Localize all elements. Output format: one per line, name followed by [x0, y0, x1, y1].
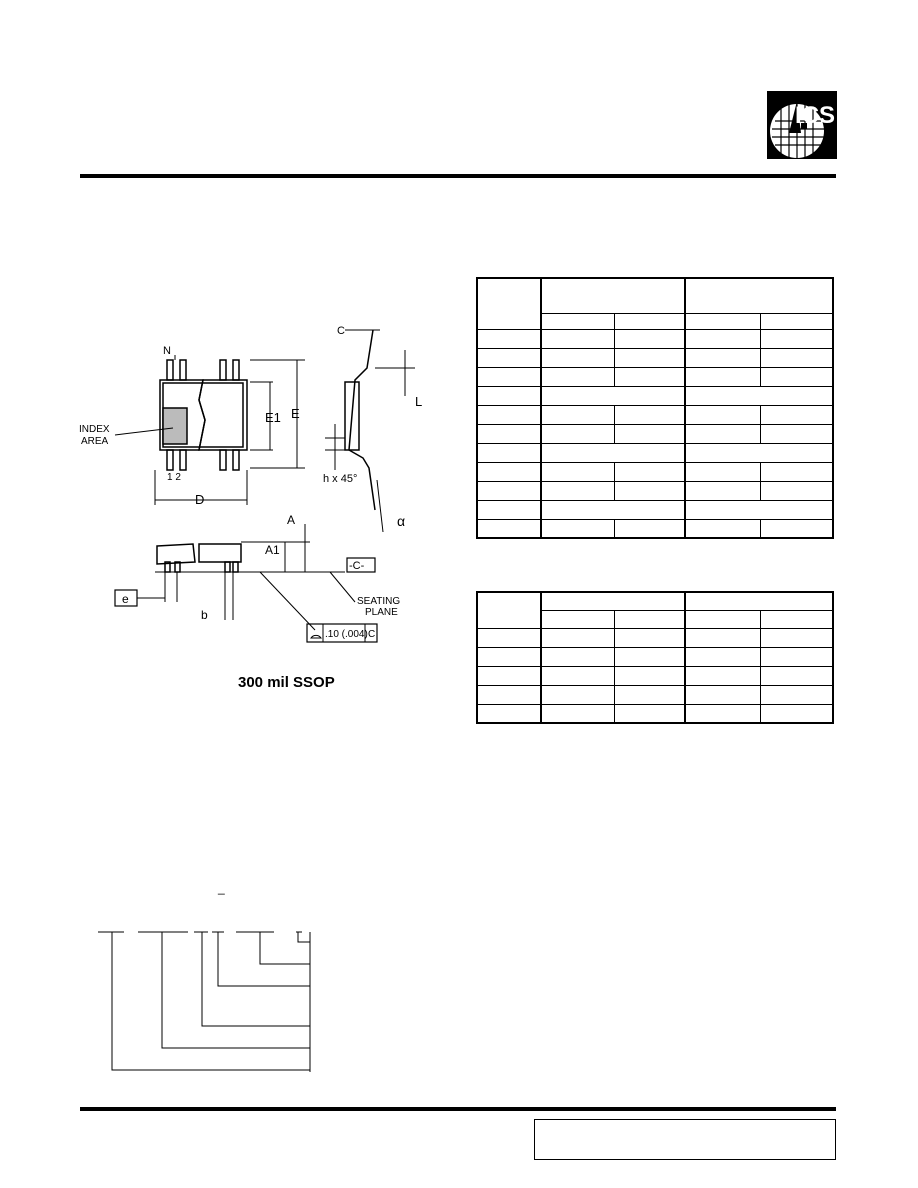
label-tolerance-ref: C	[368, 629, 375, 640]
bottom-leads	[166, 449, 240, 471]
package-title: 300 mil SSOP	[238, 674, 335, 691]
footer-box	[534, 1119, 836, 1160]
ics-logo-icon: ICS	[767, 91, 837, 159]
index-area	[162, 407, 188, 445]
label-pitch-e: e	[122, 592, 129, 606]
pin-count-table	[476, 591, 834, 724]
label-index-2: AREA	[81, 436, 109, 447]
side-view-body	[344, 381, 360, 451]
label-d: D	[195, 492, 204, 507]
label-h45: h x 45°	[323, 473, 357, 485]
datum-box	[346, 557, 376, 573]
label-l: L	[415, 394, 422, 409]
logo-text: ICS	[795, 102, 835, 129]
label-pins-1-2: 1 2	[167, 472, 181, 483]
front-view	[156, 543, 242, 573]
ordering-dash: _	[217, 881, 225, 895]
label-seating-1: SEATING	[357, 596, 400, 607]
package-body-right	[198, 379, 248, 451]
header-rule	[80, 174, 836, 178]
package-drawing: N INDEX AREA E1 E 1 2 D C L h x 45° α A …	[79, 325, 422, 643]
label-alpha: α	[397, 513, 405, 529]
label-e1: E1	[265, 410, 281, 425]
label-tolerance: .10 (.004)	[325, 629, 368, 640]
footer-rule	[80, 1107, 836, 1111]
label-a: A	[287, 513, 295, 527]
label-b: b	[201, 608, 208, 622]
dimensions-table	[476, 277, 834, 539]
label-c: C	[337, 325, 345, 337]
top-leads	[166, 359, 240, 381]
tolerance-box	[306, 623, 378, 643]
label-seating-2: PLANE	[365, 607, 398, 618]
label-a1: A1	[265, 543, 280, 557]
label-n: N	[163, 345, 171, 357]
ordering-diagram: _	[98, 881, 311, 1072]
label-e: E	[291, 406, 300, 421]
label-datum-c: -C-	[349, 560, 365, 572]
label-index-1: INDEX	[79, 424, 110, 435]
